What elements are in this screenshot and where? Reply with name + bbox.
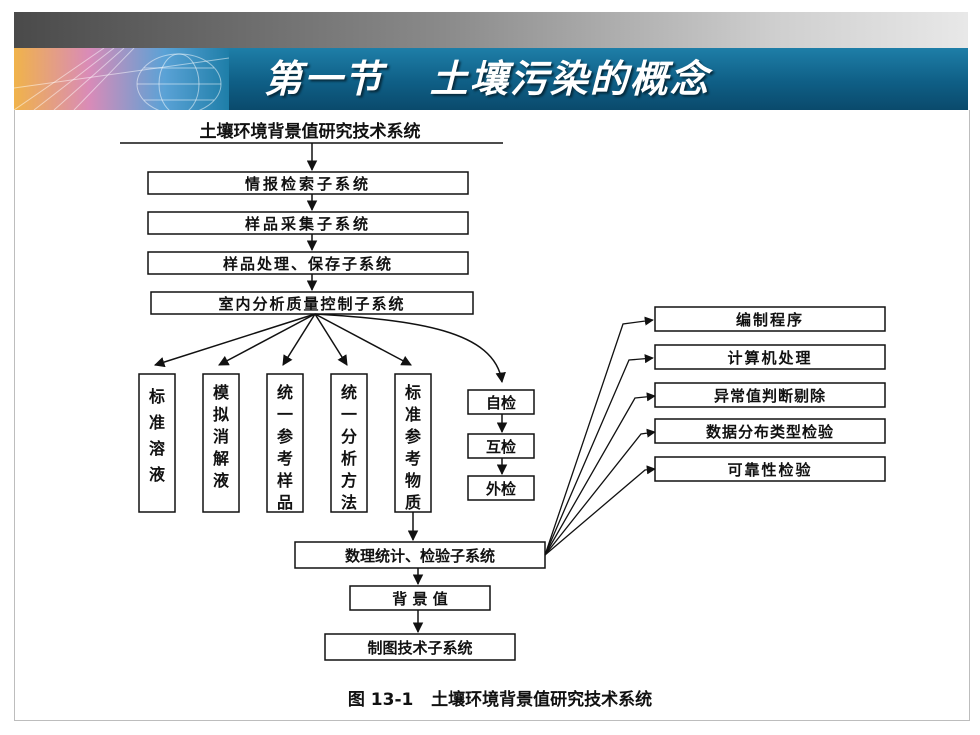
box-computer-processing-label: 计算机处理 (727, 349, 812, 367)
box-mutual-check-label: 互检 (486, 438, 516, 456)
vbox-simulated-digest (202, 373, 240, 513)
vertical-label-text: 标准参考物质 (404, 383, 422, 512)
vbox-standard-solution (138, 373, 176, 513)
vbox-standard-reference-material (394, 373, 432, 513)
vbox-unified-method (330, 373, 368, 513)
box-outlier-removal (654, 382, 886, 408)
vbox-unified-reference-sample-label: 统一参考样品 (277, 383, 294, 512)
box-reliability-test-label: 可靠性检验 (727, 461, 812, 479)
box-outlier-removal-label: 异常值判断剔除 (714, 387, 826, 405)
box-external-check (467, 475, 535, 501)
fan-arrow-2 (218, 313, 316, 366)
vertical-label-text: 统一参考样品 (277, 383, 294, 512)
top-gradient-bar (14, 12, 968, 48)
box-computer-processing (654, 344, 886, 370)
stats-to-computer (544, 354, 654, 556)
diagram-frame: 土壤环境背景值研究技术系统 情报检索子系统 样品采集子系统 样品处理、保存子系统… (14, 110, 970, 721)
stats-to-distribution (544, 428, 656, 556)
box-external-check-label: 外检 (485, 480, 516, 498)
box-sample-processing (147, 251, 469, 275)
box-self-check-label: 自检 (486, 394, 516, 412)
box-lab-qc (150, 291, 474, 315)
box-programming-label: 编制程序 (736, 311, 804, 329)
fan-arrow-5 (314, 313, 412, 366)
box-distribution-test (654, 418, 886, 444)
box-statistics-label: 数理统计、检验子系统 (345, 547, 495, 565)
box-sample-processing-label: 样品处理、保存子系统 (223, 255, 393, 273)
vbox-unified-reference-sample (266, 373, 304, 513)
vbox-simulated-digest-label: 模拟消解液 (213, 383, 230, 490)
box-statistics (294, 541, 546, 569)
box-self-check (467, 389, 535, 415)
vbox-standard-reference-material-label: 标准参考物质 (404, 383, 422, 512)
vbox-standard-solution-label: 标准溶液 (148, 387, 166, 484)
box-sample-collection-label: 样品采集子系统 (245, 215, 371, 233)
vbox-unified-method-label: 统一分析方法 (341, 383, 357, 512)
fan-arrow-1 (153, 313, 316, 368)
stats-to-program (544, 316, 654, 556)
box-programming (654, 306, 886, 332)
box-lab-qc-label: 室内分析质量控制子系统 (218, 295, 405, 313)
slide-title: 第一节 土壤污染的概念 (264, 57, 710, 101)
figure-caption: 图 13-1 土壤环境背景值研究技术系统 (348, 689, 652, 710)
box-sample-collection (147, 211, 469, 235)
box-background-value-label: 背 景 值 (392, 590, 447, 608)
top-label: 土壤环境背景值研究技术系统 (200, 121, 421, 142)
stats-to-outlier (544, 392, 656, 556)
box-mapping-subsystem (324, 633, 516, 661)
box-mapping-subsystem-label: 制图技术子系统 (367, 639, 472, 657)
vertical-label-text: 统一分析方法 (341, 383, 357, 512)
banner-globe-graphic (14, 48, 229, 110)
flowchart: 土壤环境背景值研究技术系统 情报检索子系统 样品采集子系统 样品处理、保存子系统… (120, 121, 886, 710)
stats-to-reliability (544, 465, 656, 556)
fan-arrow-4 (314, 313, 348, 366)
fan-arrow-6 (314, 313, 506, 384)
box-background-value (349, 585, 491, 611)
title-banner: 第一节 土壤污染的概念 (14, 48, 968, 110)
box-distribution-test-label: 数据分布类型检验 (706, 423, 834, 441)
box-info-retrieval-label: 情报检索子系统 (245, 175, 371, 193)
box-reliability-test (654, 456, 886, 482)
box-info-retrieval (147, 171, 469, 195)
vertical-label-text: 标准溶液 (148, 387, 166, 484)
fan-arrow-3 (282, 313, 316, 366)
box-mutual-check (467, 433, 535, 459)
vertical-label-text: 模拟消解液 (213, 383, 230, 490)
